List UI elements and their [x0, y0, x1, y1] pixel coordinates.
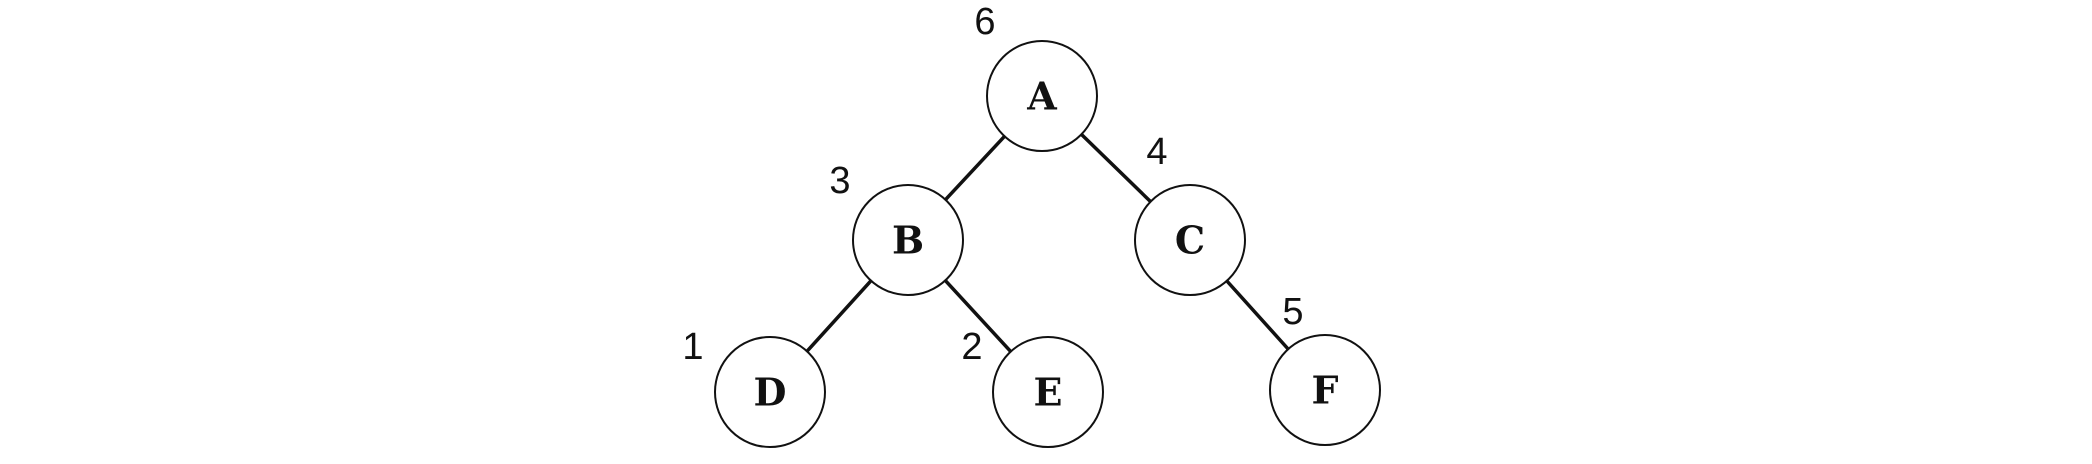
- edge-a-c: [1080, 133, 1152, 203]
- edge-a-b: [944, 135, 1006, 201]
- node-order-number: 3: [829, 160, 850, 202]
- node-label: F: [1312, 368, 1339, 413]
- node-label: D: [754, 370, 787, 415]
- edge-c-f: [1225, 279, 1290, 351]
- tree-node-a: A6: [974, 1, 1098, 152]
- node-order-number: 1: [682, 326, 703, 368]
- edges-layer: [805, 133, 1290, 353]
- node-order-number: 5: [1282, 291, 1303, 333]
- node-order-number: 6: [974, 1, 995, 43]
- edge-b-e: [943, 279, 1013, 353]
- node-label: E: [1034, 370, 1063, 415]
- node-circle: [992, 336, 1104, 448]
- node-order-number: 2: [961, 326, 982, 368]
- tree-node-d: D1: [682, 326, 826, 448]
- node-label: C: [1175, 218, 1205, 263]
- tree-node-f: F5: [1269, 291, 1381, 446]
- tree-node-b: B3: [829, 160, 964, 296]
- node-order-number: 4: [1146, 131, 1167, 173]
- node-circle: [1269, 334, 1381, 446]
- node-label: A: [1026, 74, 1057, 119]
- node-circle: [852, 184, 964, 296]
- node-circle: [986, 40, 1098, 152]
- tree-node-e: E2: [961, 326, 1104, 448]
- node-label: B: [892, 218, 924, 263]
- tree-node-c: C4: [1134, 131, 1246, 296]
- node-circle: [1134, 184, 1246, 296]
- edge-b-d: [805, 279, 873, 353]
- node-circle: [714, 336, 826, 448]
